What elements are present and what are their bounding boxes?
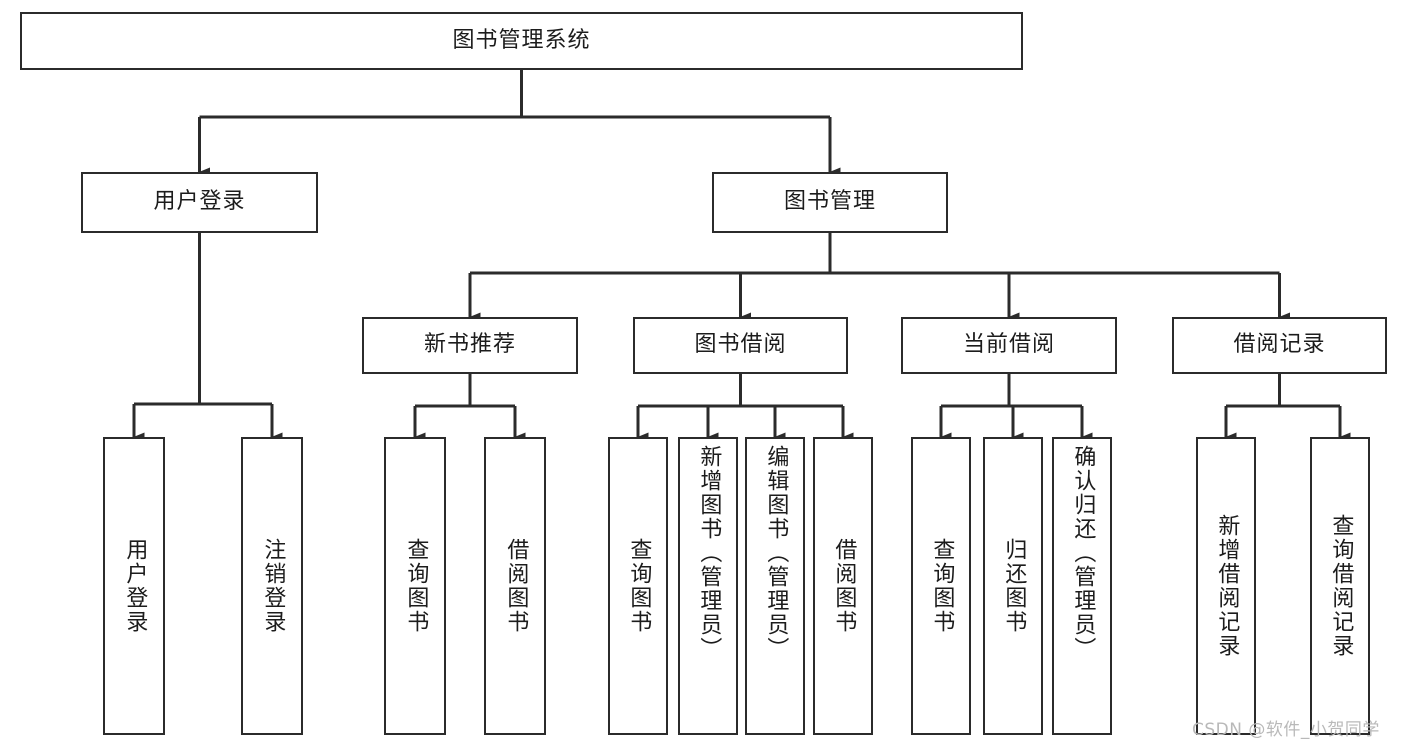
node-root-label: 图书管理系统 xyxy=(452,27,591,53)
node-leaf-borrow-book-2[interactable]: 借阅图书 xyxy=(813,437,873,735)
node-leaf-edit-book-label: 编辑图书（管理员） xyxy=(763,445,789,661)
node-leaf-query-book-1-label: 查询图书 xyxy=(403,538,429,634)
node-leaf-borrow-book-1-label: 借阅图书 xyxy=(503,538,529,634)
node-root[interactable]: 图书管理系统 xyxy=(20,12,1023,70)
node-leaf-query-book-3[interactable]: 查询图书 xyxy=(911,437,971,735)
node-leaf-query-book-1[interactable]: 查询图书 xyxy=(384,437,446,735)
node-borrow-record-label: 借阅记录 xyxy=(1233,332,1326,358)
node-leaf-add-book-label: 新增图书（管理员） xyxy=(696,445,722,661)
node-new-book-recommend-label: 新书推荐 xyxy=(423,332,516,358)
node-leaf-query-record[interactable]: 查询借阅记录 xyxy=(1310,437,1370,735)
node-leaf-logout-label: 注销登录 xyxy=(260,538,286,634)
node-leaf-confirm-return[interactable]: 确认归还（管理员） xyxy=(1052,437,1112,735)
node-leaf-return-book[interactable]: 归还图书 xyxy=(983,437,1043,735)
node-current-borrow[interactable]: 当前借阅 xyxy=(901,317,1117,374)
node-leaf-confirm-return-label: 确认归还（管理员） xyxy=(1070,445,1096,661)
node-leaf-query-book-2-label: 查询图书 xyxy=(626,538,652,634)
node-borrow-record[interactable]: 借阅记录 xyxy=(1172,317,1387,374)
node-current-borrow-label: 当前借阅 xyxy=(962,332,1055,358)
node-leaf-add-book[interactable]: 新增图书（管理员） xyxy=(678,437,738,735)
node-leaf-query-record-label: 查询借阅记录 xyxy=(1328,514,1354,658)
node-leaf-user-login[interactable]: 用户登录 xyxy=(103,437,165,735)
node-leaf-edit-book[interactable]: 编辑图书（管理员） xyxy=(745,437,805,735)
node-leaf-query-book-3-label: 查询图书 xyxy=(929,538,955,634)
node-leaf-add-record[interactable]: 新增借阅记录 xyxy=(1196,437,1256,735)
node-leaf-add-record-label: 新增借阅记录 xyxy=(1214,514,1240,658)
node-leaf-query-book-2[interactable]: 查询图书 xyxy=(608,437,668,735)
node-leaf-borrow-book-1[interactable]: 借阅图书 xyxy=(484,437,546,735)
node-user-login[interactable]: 用户登录 xyxy=(81,172,318,233)
node-user-login-label: 用户登录 xyxy=(153,189,246,215)
node-leaf-borrow-book-2-label: 借阅图书 xyxy=(831,538,857,634)
node-book-borrow-label: 图书借阅 xyxy=(694,332,787,358)
node-leaf-user-login-label: 用户登录 xyxy=(122,538,148,634)
node-new-book-recommend[interactable]: 新书推荐 xyxy=(362,317,578,374)
node-leaf-logout[interactable]: 注销登录 xyxy=(241,437,303,735)
node-book-manage[interactable]: 图书管理 xyxy=(712,172,948,233)
node-leaf-return-book-label: 归还图书 xyxy=(1001,538,1027,634)
node-book-manage-label: 图书管理 xyxy=(783,189,876,215)
node-book-borrow[interactable]: 图书借阅 xyxy=(633,317,848,374)
